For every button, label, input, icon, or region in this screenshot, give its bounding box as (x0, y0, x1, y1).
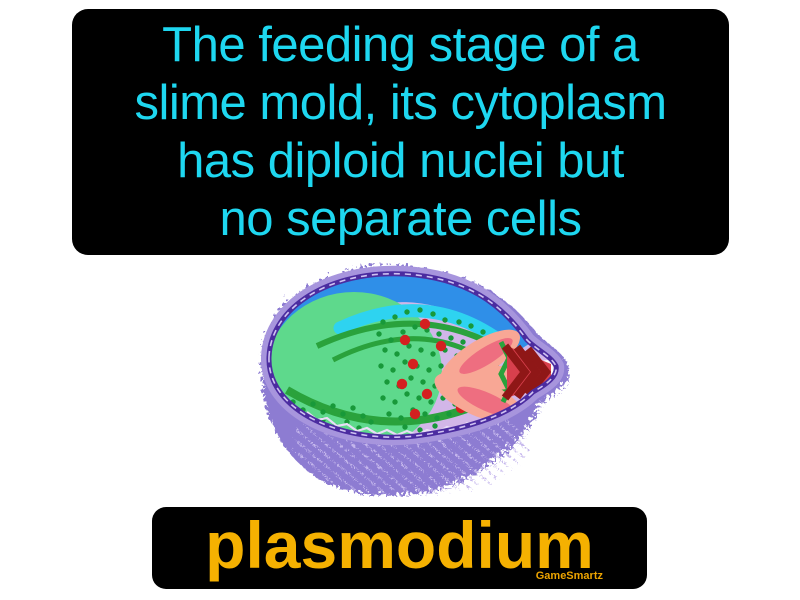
definition-line-1: The feeding stage of a (162, 18, 639, 72)
definition-line-3: has diploid nuclei but (177, 134, 624, 188)
green-mass (268, 292, 442, 438)
cell-interior (268, 273, 557, 438)
membrane-dashed-line (268, 272, 557, 438)
term-card: plasmodium GameSmartz (152, 507, 647, 589)
watermark-label: GameSmartz (535, 570, 603, 582)
definition-line-2: slime mold, its cytoplasm (134, 76, 667, 130)
term-label: plasmodium (205, 507, 594, 582)
plasmodium-cell-diagram (258, 263, 567, 493)
definition-card: The feeding stage of a slime mold, its c… (72, 9, 729, 255)
cyan-layer (333, 304, 514, 353)
definition-line-4: no separate cells (219, 192, 582, 246)
plasmodium-illustration (255, 262, 570, 497)
